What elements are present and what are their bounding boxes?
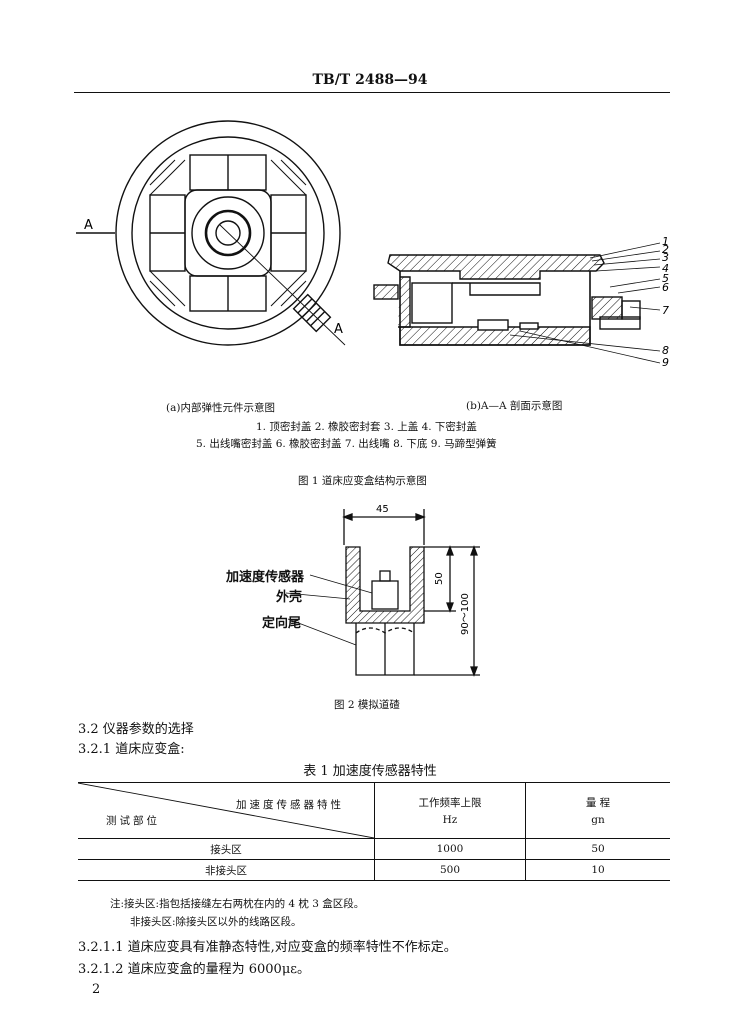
fig2-label-shell: 外壳	[276, 590, 303, 605]
fig2-label-tail: 定向尾	[262, 616, 302, 631]
clause-3-2-1-2: 3.2.1.2 道床应变盒的量程为 6000με。	[78, 962, 311, 977]
section-3-2-1: 3.2.1 道床应变盒:	[78, 742, 185, 757]
clause-3-2-1-1: 3.2.1.1 道床应变具有准静态特性,对应变盒的频率特性不作标定。	[78, 940, 457, 955]
table1-header-diagonal: 加速度传感器特性 测试部位	[78, 782, 375, 839]
figure1-drawing: A A 1 2	[76, 120, 669, 369]
fig2-dim-total: 90～100	[460, 593, 471, 635]
fig2-label-sensor: 加速度传感器	[226, 570, 305, 585]
page-number: 2	[92, 982, 101, 997]
section-label-a-right: A	[334, 322, 343, 337]
table-row: 非接头区 500 10	[78, 859, 670, 881]
callout-6: 6	[662, 281, 669, 294]
figure1a-caption: (a)内部弹性元件示意图	[166, 402, 275, 414]
callout-8: 8	[662, 344, 669, 357]
callout-5: 5	[662, 272, 669, 285]
header-test-location: 测试部位	[106, 815, 160, 827]
table1-header-freq: 工作频率上限 Hz	[374, 782, 526, 839]
callout-4: 4	[662, 262, 669, 275]
figure1-legend-line2: 5. 出线嘴密封盖 6. 橡胶密封盖 7. 出线嘴 8. 下底 9. 马蹄型弹簧	[196, 438, 497, 450]
row-part: 接头区	[78, 838, 375, 860]
figure2-title: 图 2 模拟道碴	[334, 699, 400, 711]
row-freq: 1000	[374, 838, 526, 860]
table-row: 接头区 1000 50	[78, 838, 670, 860]
callout-3: 3	[662, 251, 669, 264]
header-range-unit: gn	[591, 814, 605, 826]
callout-2: 2	[662, 243, 669, 256]
header-range-label: 量 程	[585, 797, 611, 809]
table-note-2: 非接头区:除接头区以外的线路区段。	[130, 916, 302, 928]
row-freq: 500	[374, 859, 526, 881]
table1-header-range: 量 程 gn	[525, 782, 670, 839]
figure1b-caption: (b)A—A 剖面示意图	[466, 400, 563, 412]
header-sensor-characteristics: 加速度传感器特性	[236, 799, 344, 811]
row-part: 非接头区	[78, 859, 375, 881]
callout-9: 9	[662, 356, 669, 369]
figure1-legend-line1: 1. 顶密封盖 2. 橡胶密封套 3. 上盖 4. 下密封盖	[256, 421, 477, 433]
figure1a-drawing	[76, 120, 346, 346]
callout-1: 1	[662, 235, 669, 248]
callout-7: 7	[662, 304, 669, 317]
fig2-dim-inner: 50	[434, 572, 445, 585]
figure2-drawing: 45 50 90～100	[285, 504, 480, 677]
table1: 加速度传感器特性 测试部位 工作频率上限 Hz 量 程 gn 接头区 1000 …	[78, 782, 670, 881]
table-note-1: 注:接头区:指包括接缝左右两枕在内的 4 枕 3 盒区段。	[110, 898, 365, 910]
section-label-a-left: A	[84, 218, 93, 233]
row-range: 50	[525, 838, 670, 860]
figure1-title: 图 1 道床应变盒结构示意图	[298, 475, 427, 487]
standard-code: TB/T 2488—94	[312, 72, 428, 88]
row-range: 10	[525, 859, 670, 881]
figure1b-drawing	[373, 242, 661, 364]
fig2-dim-width: 45	[376, 504, 389, 515]
header-rule	[74, 92, 670, 93]
header-freq-label: 工作频率上限	[418, 797, 482, 809]
table1-title: 表 1 加速度传感器特性	[303, 764, 437, 779]
section-3-2: 3.2 仪器参数的选择	[78, 722, 194, 737]
header-freq-unit: Hz	[442, 814, 458, 826]
